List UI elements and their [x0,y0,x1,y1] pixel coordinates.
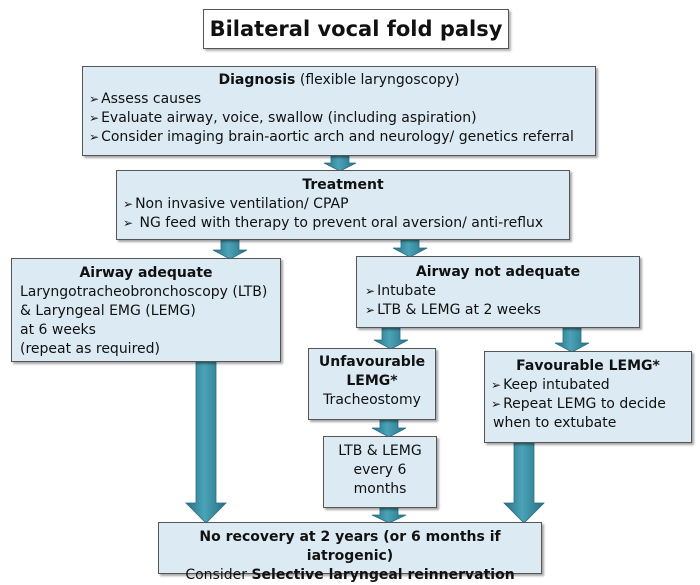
airway-adequate-line: Laryngotracheobronchoscopy (LTB) [20,284,268,300]
node-airway-adequate: Airway adequate Laryngotracheobronchosco… [11,258,281,362]
airway-not-adequate-bullet: LTB & LEMG at 2 weeks [365,301,631,320]
node-ltb-every-6-months: LTB & LEMG every 6 months [323,436,437,508]
diagram-title: Bilateral vocal fold palsy [203,9,509,49]
diagnosis-bullet: Evaluate airway, voice, swallow (includi… [89,109,589,128]
no-recovery-line2: Consider Selective laryngeal reinnervati… [163,566,537,585]
node-no-recovery: No recovery at 2 years (or 6 months if i… [158,522,542,583]
arrow-favourable-to-no-recovery [503,442,545,524]
arrow-treatment-to-airway-not-adequate [392,239,428,258]
airway-adequate-line: at 6 weeks [20,322,96,338]
node-airway-not-adequate: Airway not adequate Intubate LTB & LEMG … [356,256,640,328]
treatment-heading: Treatment [302,177,384,193]
no-recovery-line1: No recovery at 2 years (or 6 months if i… [199,529,501,564]
ltb-every-line: months [353,481,407,497]
node-treatment: Treatment Non invasive ventilation/ CPAP… [116,170,570,240]
node-favourable-lemg: Favourable LEMG* Keep intubated Repeat L… [484,351,692,443]
ltb-every-line: LTB & LEMG [338,443,422,459]
treatment-bullet: NG feed with therapy to prevent oral ave… [123,214,563,233]
no-recovery-prefix: Consider [185,567,252,583]
favourable-continuation: when to extubate [493,415,617,431]
favourable-bullet: Keep intubated [491,376,685,395]
treatment-bullet: Non invasive ventilation/ CPAP [123,195,563,214]
node-unfavourable-lemg: Unfavourable LEMG* Tracheostomy [308,348,436,420]
favourable-heading: Favourable LEMG* [516,358,660,374]
airway-not-adequate-bullet: Intubate [365,282,631,301]
no-recovery-bold: Selective laryngeal reinnervation [251,567,515,583]
arrow-treatment-to-airway-adequate [212,239,248,260]
airway-adequate-line: & Laryngeal EMG (LEMG) [20,303,196,319]
unfavourable-heading-line2: LEMG* [346,373,398,389]
arrow-airway-not-adequate-to-unfavourable [373,327,409,350]
arrow-airway-not-adequate-to-favourable [554,327,590,353]
airway-adequate-heading: Airway adequate [79,265,213,281]
unfavourable-heading-line1: Unfavourable [318,354,426,370]
airway-not-adequate-heading: Airway not adequate [415,264,581,280]
diagnosis-heading-bold: Diagnosis [218,72,296,88]
unfavourable-text: Tracheostomy [323,392,421,408]
diagnosis-heading-rest: (flexible laryngoscopy) [295,72,460,88]
favourable-bullet: Repeat LEMG to decide [491,395,685,414]
arrow-diagnosis-to-treatment [323,155,357,172]
arrow-unfavourable-to-ltb-every [371,419,407,438]
diagnosis-bullet: Consider imaging brain-aortic arch and n… [89,128,589,147]
airway-adequate-line: (repeat as required) [20,341,160,357]
ltb-every-line: every 6 [353,462,407,478]
arrow-ltb-every-to-no-recovery [371,507,407,524]
diagnosis-bullet: Assess causes [89,90,589,109]
diagnosis-heading: Diagnosis (flexible laryngoscopy) [89,71,589,90]
node-diagnosis: Diagnosis (flexible laryngoscopy) Assess… [82,66,596,156]
arrow-airway-adequate-to-no-recovery [185,361,227,524]
